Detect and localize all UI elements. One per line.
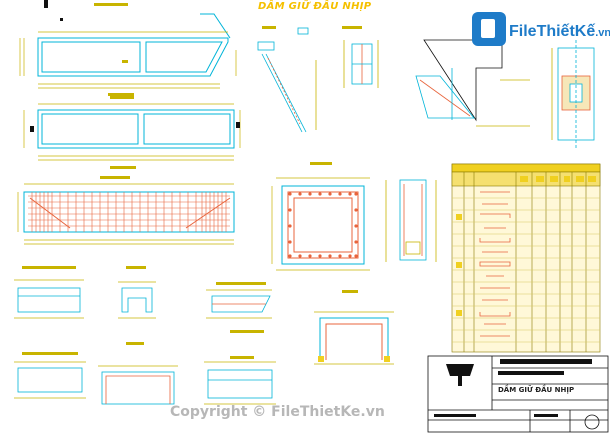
logo-tld: .vn xyxy=(595,27,610,39)
square-rebar-section xyxy=(271,177,370,271)
logo-brand: ThiếtKế xyxy=(536,23,596,40)
column-section xyxy=(551,40,595,150)
beam-elevation-top-dims xyxy=(19,31,237,89)
logo-wordmark: FileThiếtKế.vn xyxy=(509,23,610,41)
detail-row2 xyxy=(14,361,276,405)
title-block xyxy=(427,355,609,433)
beam-elevation-middle xyxy=(37,109,235,149)
logo-file: File xyxy=(509,23,537,40)
filethietke-logo: FileThiếtKế.vn xyxy=(472,12,610,46)
logo-icon xyxy=(472,12,506,46)
dim-labels-top xyxy=(94,3,134,96)
drawing-title: DẦM GIỮ ĐẦU NHỊP xyxy=(258,1,372,12)
inclined-bar-detail xyxy=(257,27,379,133)
frame-detail xyxy=(314,311,394,365)
rebar-schedule-table xyxy=(451,163,601,353)
beam-elevation-middle-dims xyxy=(23,103,241,161)
detail-row1 xyxy=(14,279,272,319)
beam-elevation-top xyxy=(37,13,231,77)
misc-marks xyxy=(44,0,63,21)
rebar-elevation xyxy=(17,183,235,245)
vertical-section xyxy=(385,179,437,262)
inclined-elevation xyxy=(415,39,530,127)
copyright-watermark: Copyright © FileThietKe.vn xyxy=(170,404,385,420)
title-block-drawing-name: DẦM GIỮ ĐẦU NHỊP xyxy=(498,386,575,394)
